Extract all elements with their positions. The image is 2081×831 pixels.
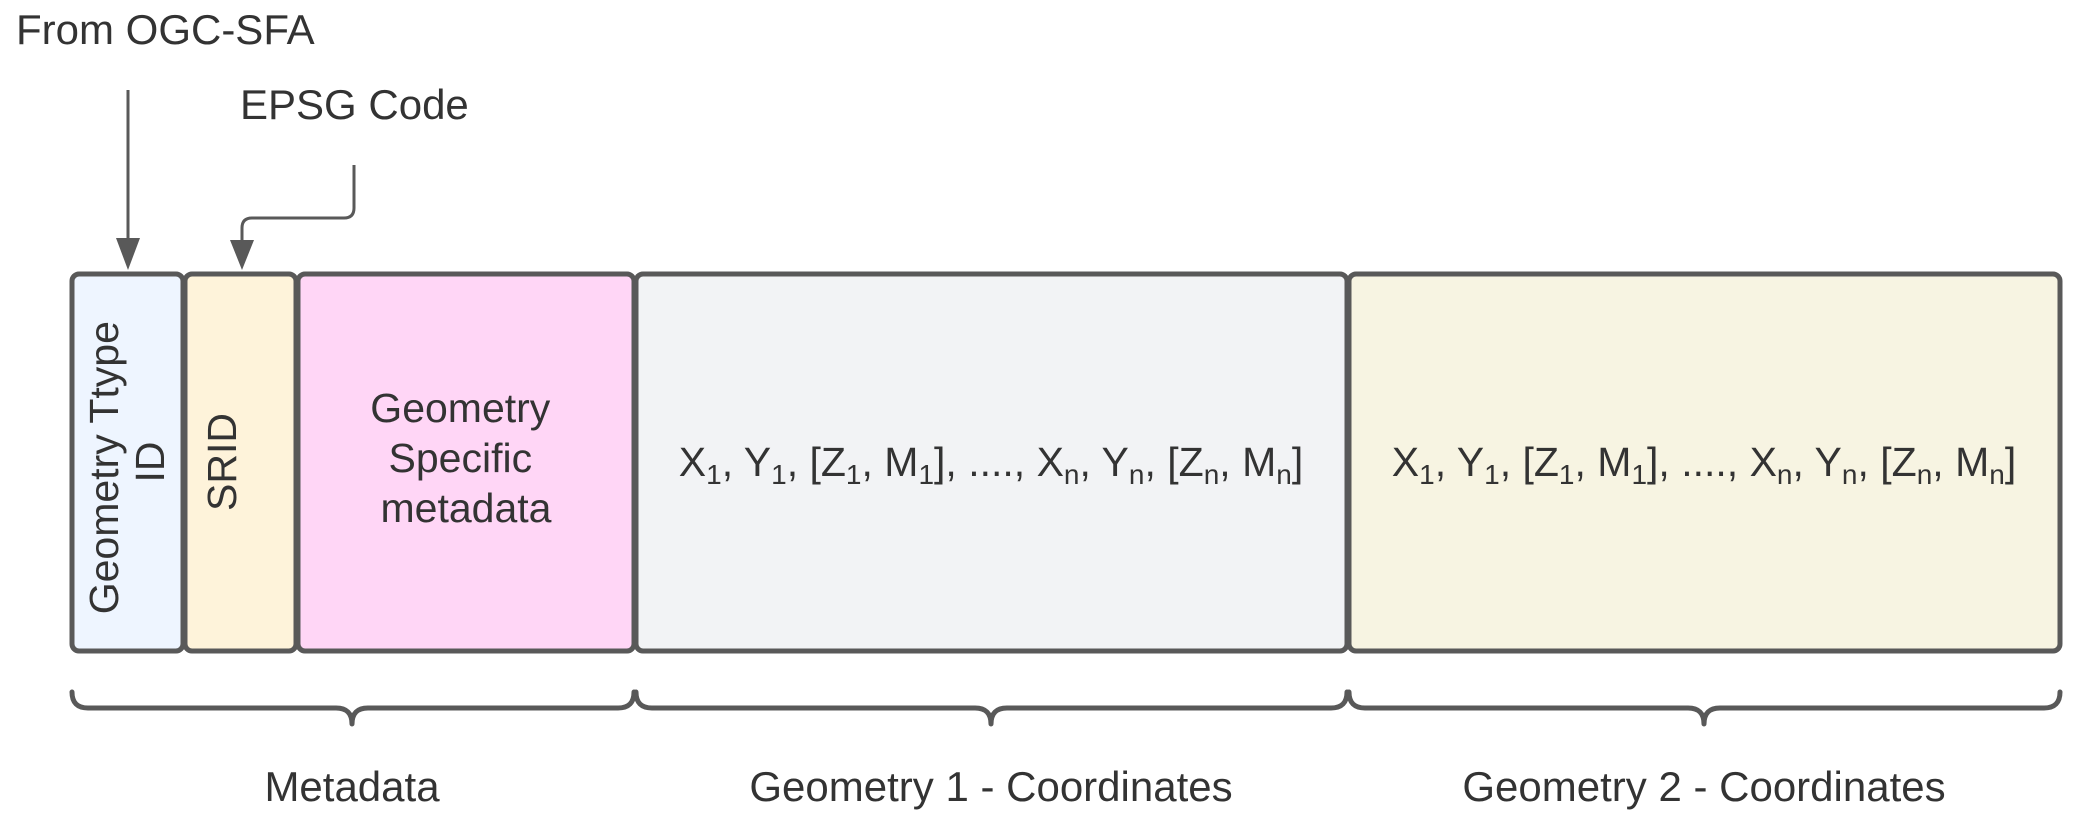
svg-text:Geometry Ttype ID: Geometry Ttype ID (81, 310, 173, 615)
geometry-2-coordinates-box: X1, Y1, [Z1, M1], ...., Xn, Yn, [Zn, Mn] (1346, 271, 2063, 654)
geometry-type-id-box: Geometry Ttype ID (69, 271, 186, 654)
geometry-1-coordinates-box: X1, Y1, [Z1, M1], ...., Xn, Yn, [Zn, Mn] (633, 271, 1350, 654)
metadata-label-line1: Geometry (370, 385, 550, 431)
epsg-code-annotation: EPSG Code (240, 81, 469, 128)
metadata-brace (69, 689, 637, 727)
ogc-sfa-annotation: From OGC-SFA (16, 6, 315, 53)
geometry-type-label-line1: Geometry Ttype (81, 321, 127, 614)
geometry-1-group-label: Geometry 1 - Coordinates (749, 763, 1232, 810)
epsg-code-arrow (230, 165, 356, 270)
geometry-2-brace (1346, 689, 2063, 727)
geometry-2-group-label: Geometry 2 - Coordinates (1462, 763, 1945, 810)
metadata-group-label: Metadata (264, 763, 440, 810)
geometry-1-coordinate-list: X1, Y1, [Z1, M1], ...., Xn, Yn, [Zn, Mn] (679, 439, 1303, 490)
metadata-label-line2: Specific (389, 435, 533, 481)
svg-text:Geometry Specific: Geometry Specific metadata (370, 385, 561, 531)
srid-label: SRID (199, 413, 245, 511)
geometry-specific-metadata-box: Geometry Specific metadata (295, 271, 637, 654)
geometry-type-label-line2: ID (127, 442, 173, 483)
geometry-2-coordinate-list: X1, Y1, [Z1, M1], ...., Xn, Yn, [Zn, Mn] (1392, 439, 2016, 490)
metadata-label-line3: metadata (381, 485, 552, 531)
geometry-1-brace (633, 689, 1350, 727)
srid-box: SRID (182, 271, 299, 654)
ogc-sfa-arrow (116, 90, 140, 270)
